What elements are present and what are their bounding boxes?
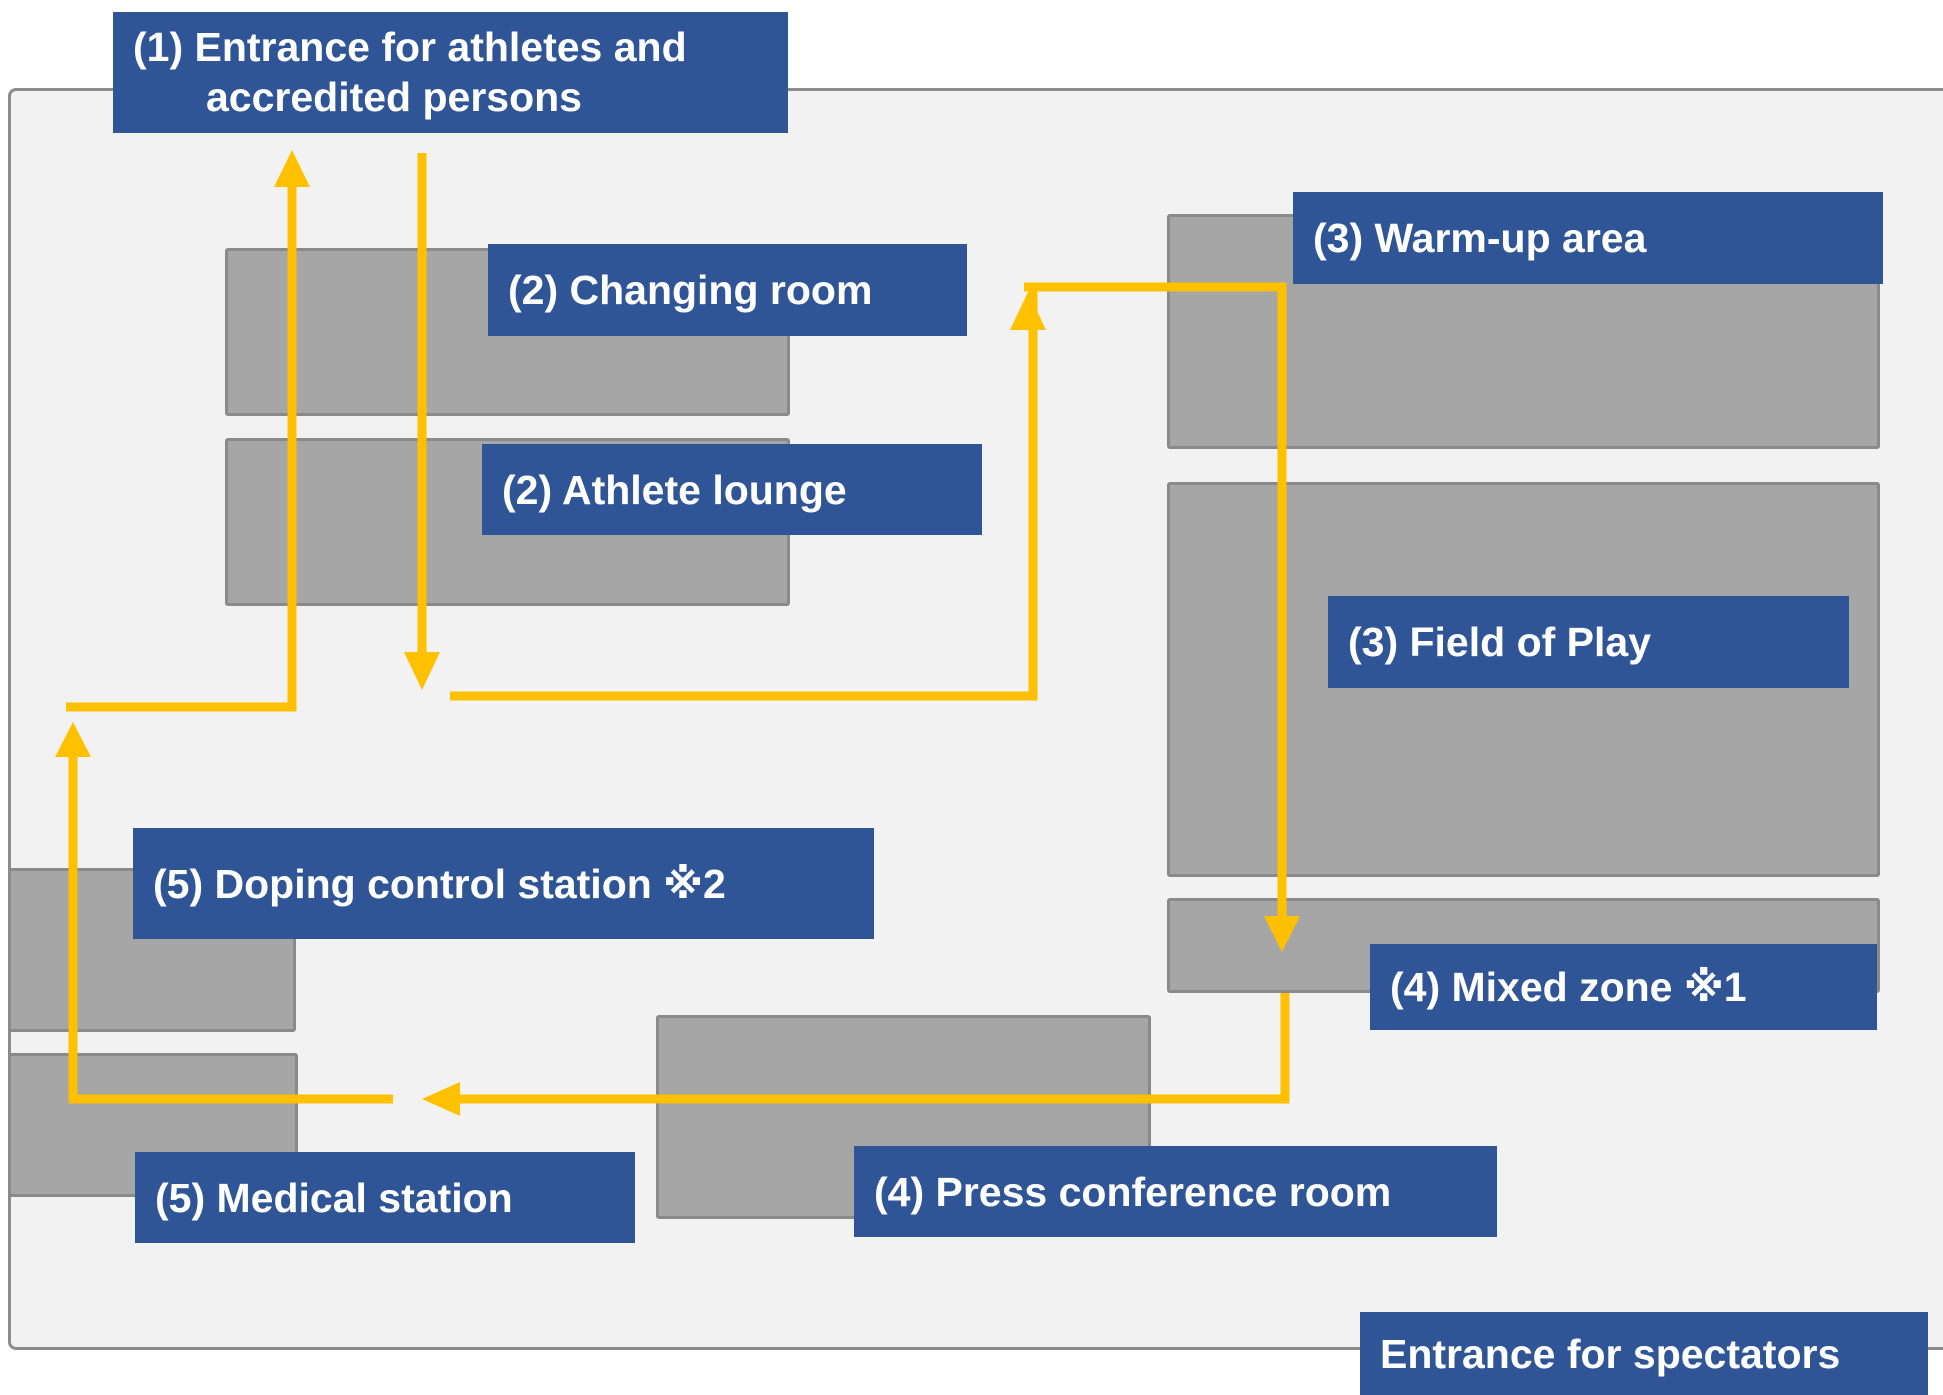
athlete-lounge-label: (2) Athlete lounge	[482, 444, 982, 535]
warm-up-area-label: (3) Warm-up area	[1293, 192, 1883, 284]
arrowhead-left-medical	[422, 1082, 460, 1116]
flow-warm-up-to-field	[1024, 282, 1287, 920]
flow-medical-to-exit	[68, 750, 393, 1104]
arrowhead-up-exit	[55, 722, 91, 757]
medical-station-label: (5) Medical station	[135, 1152, 635, 1243]
flow-lines	[66, 153, 1290, 1104]
doping-control-station-label: (5) Doping control station ※2	[133, 828, 874, 939]
arrowhead-down-mixed-zone	[1264, 916, 1300, 952]
entrance-spectators-label: Entrance for spectators	[1360, 1312, 1928, 1395]
flow-mixed-zone-to-medical	[460, 993, 1290, 1104]
arrowhead-down-lounge	[404, 652, 440, 690]
entrance-athletes-line1: (1) Entrance for athletes and	[133, 24, 687, 70]
flow-to-entrance	[66, 185, 297, 712]
entrance-athletes-label: (1) Entrance for athletes and accredited…	[113, 12, 788, 133]
arrowhead-up-entrance	[274, 150, 310, 187]
press-conference-room-label: (4) Press conference room	[854, 1146, 1497, 1237]
flow-arrowheads	[55, 150, 1300, 1116]
changing-room-label: (2) Changing room	[488, 244, 967, 336]
entrance-athletes-line2: accredited persons	[206, 74, 582, 120]
arrowhead-up-warm-up	[1010, 292, 1046, 330]
mixed-zone-label: (4) Mixed zone ※1	[1370, 944, 1877, 1030]
field-of-play-label: (3) Field of Play	[1328, 596, 1849, 688]
